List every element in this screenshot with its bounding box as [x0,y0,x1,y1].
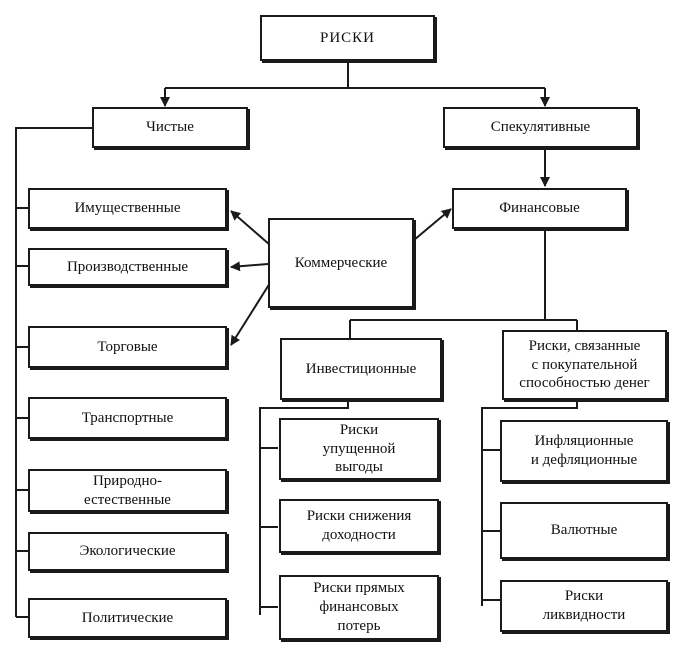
financial-risks-label: Финансовые [499,200,580,217]
investment-item-direct-losses: Риски прямых финансовых потерь [279,575,439,640]
investment-risks-box: Инвестиционные [280,338,442,400]
pure-item-transport: Транспортные [28,397,227,439]
pure-item-ecological: Экологические [28,532,227,571]
purchasing-item-inflation: Инфляционные и дефляционные [500,420,668,482]
pure-item-property: Имущественные [28,188,227,229]
purchasing-power-risks-box: Риски, связанные с покупательной способн… [502,330,667,400]
arrow-to-production [230,261,269,272]
pure-risks-box: Чистые [92,107,248,148]
pure-item-label: Торговые [97,338,158,355]
pure-item-trade: Торговые [28,326,227,368]
arrow-to-trade [230,282,271,346]
root-risks-label: РИСКИ [319,29,376,46]
pure-item-natural: Природно- естественные [28,469,227,512]
purchasing-item-liquidity: Риски ликвидности [500,580,668,632]
commercial-risks-label: Коммерческие [294,254,388,271]
investment-item-label: Риски прямых финансовых потерь [313,580,405,634]
investment-item-yield-decrease: Риски снижения доходности [279,499,439,553]
pure-item-political: Политические [28,598,227,638]
investment-item-label: Риски упущенной выгоды [322,421,396,476]
pure-item-label: Имущественные [74,200,181,217]
purchasing-item-currency: Валютные [500,502,668,559]
purchasing-power-risks-label: Риски, связанные с покупательной способн… [519,337,650,392]
investment-item-label: Риски снижения доходности [306,508,412,543]
financial-risks-box: Финансовые [452,188,627,229]
purchasing-item-label: Риски ликвидности [542,588,626,623]
pure-item-label: Транспортные [81,409,174,426]
pure-item-production: Производственные [28,248,227,286]
speculative-risks-label: Спекулятивные [490,119,591,136]
speculative-risks-box: Спекулятивные [443,107,638,148]
purchasing-item-label: Валютные [550,522,618,539]
connector-purchasing-bracket [481,401,578,606]
pure-item-label: Экологические [79,543,176,560]
arrow-to-property [230,210,271,246]
pure-item-label: Производственные [66,258,189,275]
pure-item-label: Политические [81,609,174,626]
purchasing-item-label: Инфляционные и дефляционные [530,433,638,468]
pure-item-label: Природно- естественные [84,472,171,508]
root-risks-box: РИСКИ [260,15,435,61]
connector-pure-bracket [15,127,92,617]
pure-risks-label: Чистые [146,119,194,136]
investment-risks-label: Инвестиционные [305,360,417,377]
commercial-risks-box: Коммерческие [268,218,414,308]
connector-investment-bracket [259,400,349,615]
arrow-to-financial [413,208,452,241]
investment-item-lost-profit: Риски упущенной выгоды [279,418,439,480]
